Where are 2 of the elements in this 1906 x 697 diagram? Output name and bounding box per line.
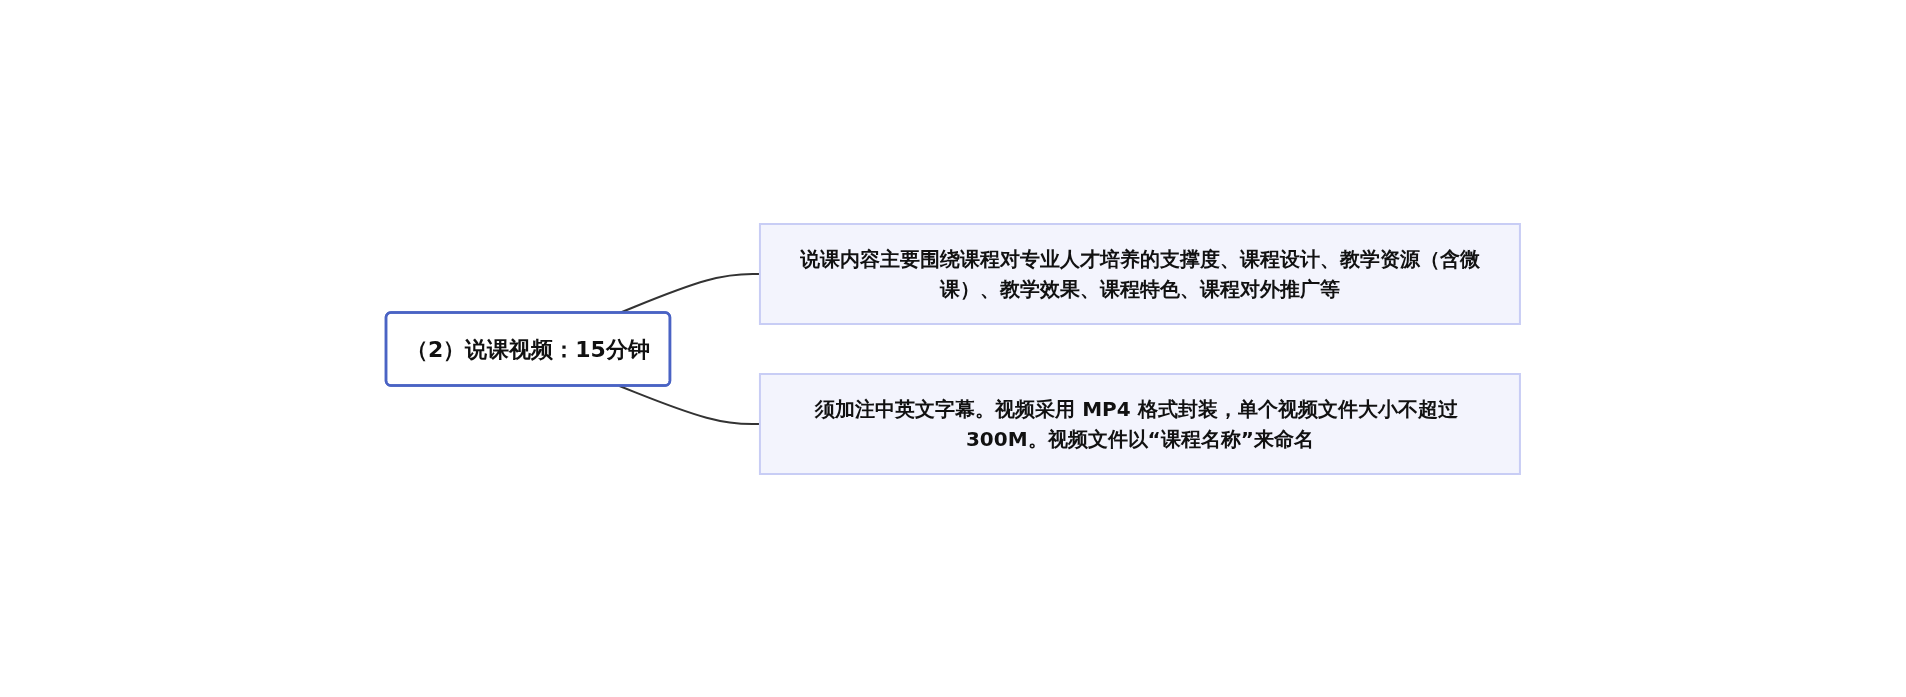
- node-box: 说课内容主要围绕课程对专业人才培养的支撑度、课程设计、教学资源（含微课）、教学效果、课程特色、课程对外推广等: [758, 222, 1521, 325]
- node-box: 须加注中英文字幕。视频采用 MP4 格式封装，单个视频文件大小不超过 300M。视频文件以“课程名称”来命名: [758, 372, 1521, 475]
